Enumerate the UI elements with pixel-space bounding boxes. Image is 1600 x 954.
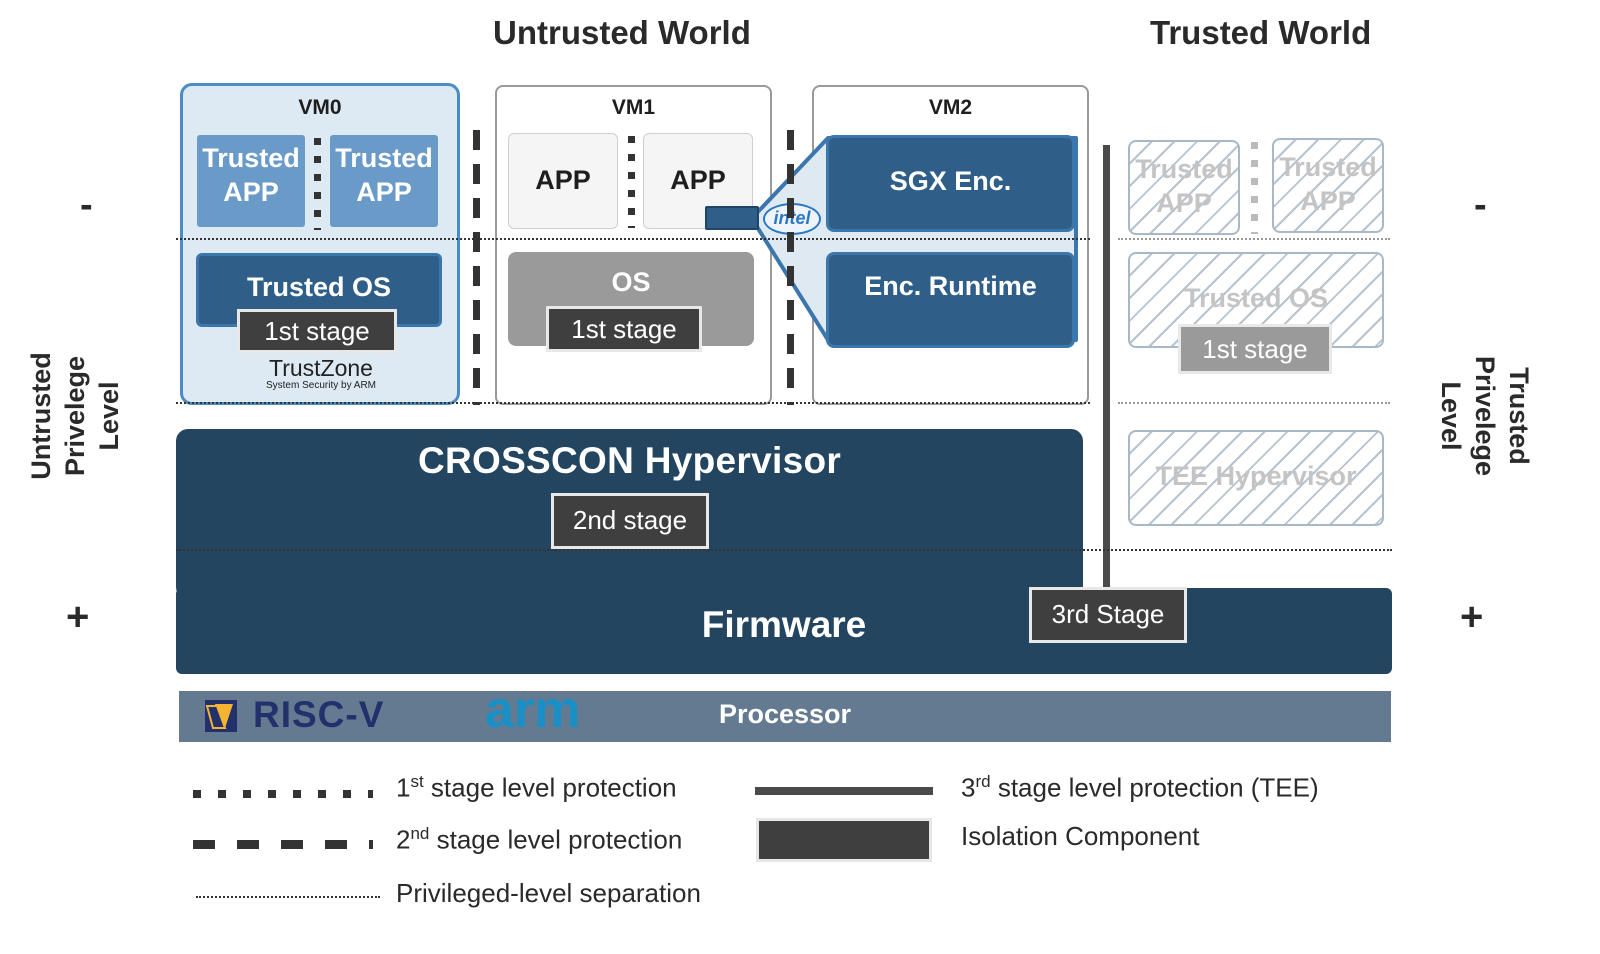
- untrusted-world-title: Untrusted World: [493, 14, 751, 51]
- legend-second-stage-swatch: [193, 840, 373, 849]
- trusted-privilege-label: Trusted Privelege Level: [1436, 355, 1534, 477]
- legend-privileged: Privileged-level separation: [396, 878, 701, 908]
- sgx-enclave: SGX Enc.: [826, 135, 1075, 232]
- legend-first-stage: 1st stage level protection: [396, 772, 677, 803]
- legend-isolation: Isolation Component: [961, 821, 1200, 851]
- trustzone-logo: TrustZone System Security by ARM: [265, 355, 377, 391]
- legend-first-stage-swatch: [193, 790, 373, 798]
- second-stage-tag: 2nd stage: [551, 493, 709, 549]
- processor-label: Processor: [718, 699, 852, 729]
- privilege-separation-line-lower: [176, 549, 1392, 551]
- untrusted-privilege-label: Untrusted Privelege Level: [26, 352, 124, 480]
- riscv-logo-mark: [203, 698, 239, 734]
- arm-logo: arm: [485, 681, 581, 739]
- vm1-vm2-dashed-separator: [787, 130, 794, 405]
- tee-isolation-line: [1103, 145, 1110, 590]
- vm1-label: VM1: [611, 96, 656, 119]
- enclave-port: [705, 206, 759, 230]
- third-stage-tag: 3rd Stage: [1029, 587, 1187, 643]
- right-minus-sign: -: [1474, 184, 1487, 226]
- legend-third-stage-swatch: [755, 787, 933, 795]
- vm2-label: VM2: [928, 96, 973, 119]
- privilege-separation-line-upper: [176, 238, 1090, 240]
- privilege-separation-line-middle-tw: [1118, 402, 1390, 404]
- tw-first-stage-tag: 1st stage: [1178, 324, 1332, 374]
- riscv-logo-text: RISC-V: [253, 694, 385, 735]
- crosscon-hypervisor-label: CROSSCON Hypervisor: [417, 440, 842, 481]
- privilege-separation-line-middle: [176, 402, 1090, 404]
- legend-third-stage: 3rd stage level protection (TEE): [961, 772, 1319, 803]
- legend-isolation-swatch: [756, 818, 932, 862]
- tw-trusted-os: Trusted OS: [1128, 252, 1384, 348]
- firmware: [176, 588, 1392, 674]
- right-plus-sign: +: [1460, 595, 1484, 639]
- vm1-app-separator: [628, 136, 635, 228]
- left-plus-sign: +: [66, 595, 90, 639]
- legend-second-stage: 2nd stage level protection: [396, 824, 683, 855]
- privilege-separation-line-upper-tw: [1118, 238, 1390, 240]
- vm0-vm1-dashed-separator: [473, 130, 480, 405]
- processor-bar: [179, 691, 1391, 742]
- vm1-first-stage-tag: 1st stage: [546, 306, 702, 352]
- vm0-first-stage-tag: 1st stage: [237, 309, 397, 353]
- vm0-label: VM0: [298, 96, 342, 119]
- left-minus-sign: -: [80, 184, 93, 226]
- legend-privileged-swatch: [196, 896, 380, 898]
- firmware-label: Firmware: [701, 604, 867, 645]
- tw-app-separator: [1251, 142, 1258, 234]
- enclave-runtime: Enc. Runtime: [826, 252, 1075, 348]
- vm1-app-1: APP: [508, 133, 618, 229]
- tee-hypervisor: TEE Hypervisor: [1128, 430, 1384, 526]
- vm0-app-separator: [314, 138, 321, 230]
- trusted-world-title: Trusted World: [1150, 14, 1372, 51]
